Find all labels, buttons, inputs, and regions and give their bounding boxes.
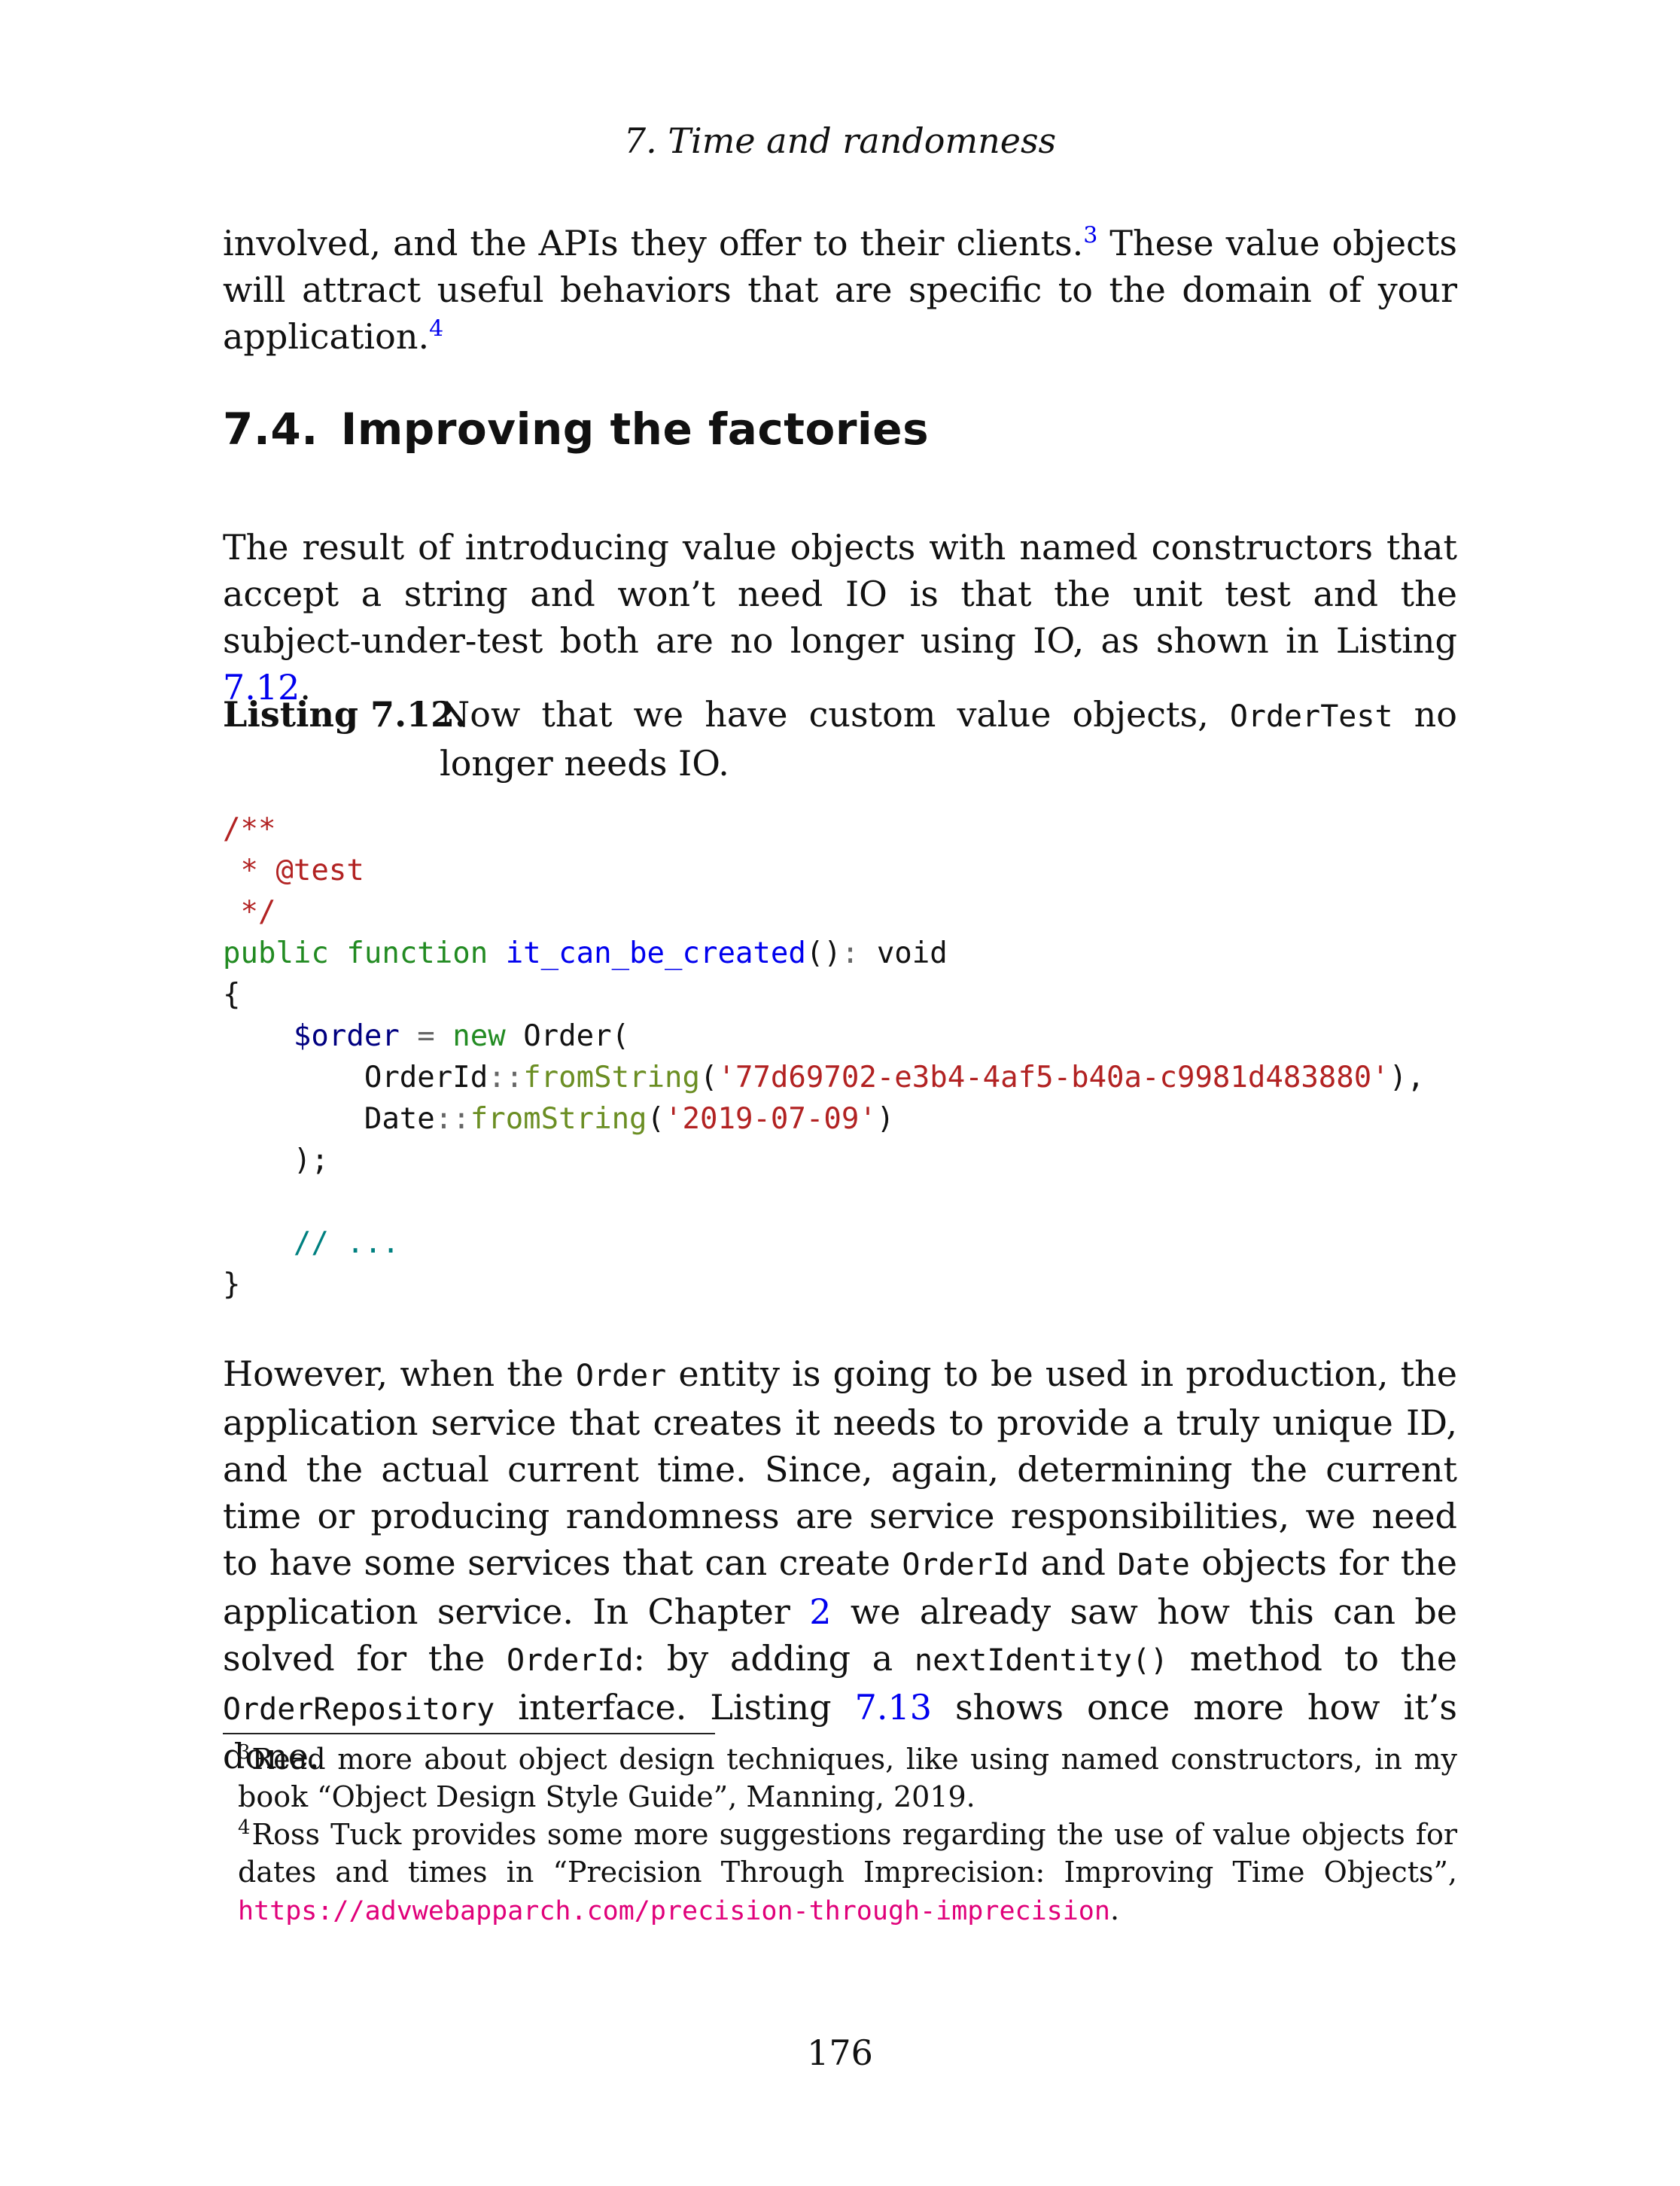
code-class: Date [364, 1102, 435, 1136]
code-class: OrderId [364, 1061, 488, 1095]
code-variable: $order [293, 1019, 400, 1053]
code-comment: * @test [223, 854, 364, 887]
paragraph-text: method to the [1168, 1638, 1457, 1679]
listing-ref-7-12[interactable]: 7.12 [223, 667, 300, 708]
inline-code-date: Date [1117, 1548, 1190, 1582]
code-string: '2019-07-09' [665, 1102, 877, 1136]
footnote-url-link[interactable]: https://advwebapparch.com/precision-thro… [238, 1896, 1110, 1926]
footnote-text: Ross Tuck provides some more suggestions… [238, 1818, 1457, 1889]
code-brace: { [223, 978, 241, 1012]
paragraph-text: objects for the application service. In … [223, 1542, 1458, 1632]
intro-text-3: attract useful behaviors that are specif… [223, 269, 1457, 357]
inline-code-orderid: OrderId [902, 1548, 1029, 1582]
inline-code-orderid: OrderId [506, 1643, 634, 1678]
section-number: 7.4. [223, 403, 318, 455]
inline-code-nextidentity: nextIdentity() [914, 1643, 1169, 1678]
listing-caption-text: Now that we have custom value objects, O… [440, 691, 1457, 787]
code-function-name: it_can_be_created [505, 936, 806, 970]
code-operator: = [417, 1019, 435, 1053]
caption-text-2: no longer needs IO. [440, 694, 1457, 784]
code-line-comment: // ... [293, 1226, 400, 1260]
code-method: fromString [523, 1061, 700, 1095]
footnote-3: 3Read more about object design technique… [238, 1740, 1457, 1816]
code-listing: /** * @test */ public function it_can_be… [223, 808, 1425, 1305]
paragraph-production: However, when the Order entity is going … [223, 1350, 1457, 1780]
listing-caption: Listing 7.12. Now that we have custom va… [223, 691, 1457, 787]
intro-text-1: involved, and the APIs they offer to the… [223, 223, 1084, 263]
caption-code-ordertest: OrderTest [1229, 699, 1393, 734]
code-comment: */ [223, 895, 276, 929]
chapter-ref-2[interactable]: 2 [809, 1591, 832, 1632]
paragraph-text: entity is going to be used in production… [223, 1353, 1457, 1583]
code-return-type: void [876, 936, 948, 970]
footnote-4: 4Ross Tuck provides some more suggestion… [238, 1816, 1457, 1930]
code-operator: :: [488, 1061, 524, 1095]
code-punct: ) [876, 1102, 895, 1136]
code-class: Order( [523, 1019, 630, 1053]
section-title: Improving the factories [340, 403, 930, 455]
code-string: '77d69702-e3b4-4af5-b40a-c9981d483880' [717, 1061, 1389, 1095]
paragraph-text: shows once more how it’s done. [223, 1687, 1458, 1777]
code-punct: ( [647, 1102, 665, 1136]
footnote-ref-3[interactable]: 3 [1083, 222, 1098, 249]
code-punct: ), [1389, 1061, 1425, 1095]
paragraph-text: we already saw how this can be solved fo… [223, 1591, 1457, 1679]
paragraph-end: . [300, 667, 312, 708]
footnote-mark: 3 [238, 1741, 251, 1764]
footnote-divider [223, 1733, 715, 1734]
paragraph-value-objects: The result of introducing value objects … [223, 524, 1457, 711]
paragraph-text: and [1028, 1542, 1118, 1583]
paragraph-text: interface. Listing [495, 1687, 855, 1728]
inline-code-orderrepository: OrderRepository [223, 1692, 495, 1727]
running-head: 7. Time and randomness [623, 120, 1057, 161]
code-operator: :: [434, 1102, 470, 1136]
page-number: 176 [807, 2032, 873, 2073]
intro-text-2: These value objects will [223, 223, 1457, 310]
footnote-end: . [1109, 1893, 1120, 1926]
code-method: fromString [470, 1102, 647, 1136]
caption-text-1: Now that we have custom value objects, [440, 694, 1230, 735]
code-comment: /** [223, 812, 276, 846]
code-keyword: public [223, 936, 329, 970]
code-punct: ( [700, 1061, 718, 1095]
inline-code-order: Order [575, 1359, 667, 1393]
footnote-ref-4[interactable]: 4 [429, 315, 444, 343]
footnote-text: Read more about object design techniques… [238, 1743, 1457, 1813]
paragraph-text: : by adding a [633, 1638, 915, 1679]
paragraph-text: The result of introducing value objects … [223, 527, 1457, 661]
code-keyword: function [346, 936, 488, 970]
intro-paragraph: involved, and the APIs they offer to the… [223, 220, 1457, 360]
footnote-mark: 4 [238, 1816, 251, 1840]
code-punct: : [841, 936, 860, 970]
listing-label: Listing 7.12. [223, 694, 467, 735]
paragraph-text: However, when the [223, 1353, 576, 1394]
code-punct: () [805, 936, 842, 970]
code-keyword: new [452, 1019, 506, 1053]
code-brace: } [223, 1268, 241, 1302]
listing-ref-7-13[interactable]: 7.13 [854, 1687, 932, 1728]
code-punct: ); [293, 1143, 329, 1177]
section-heading: 7.4. Improving the factories [223, 403, 929, 455]
